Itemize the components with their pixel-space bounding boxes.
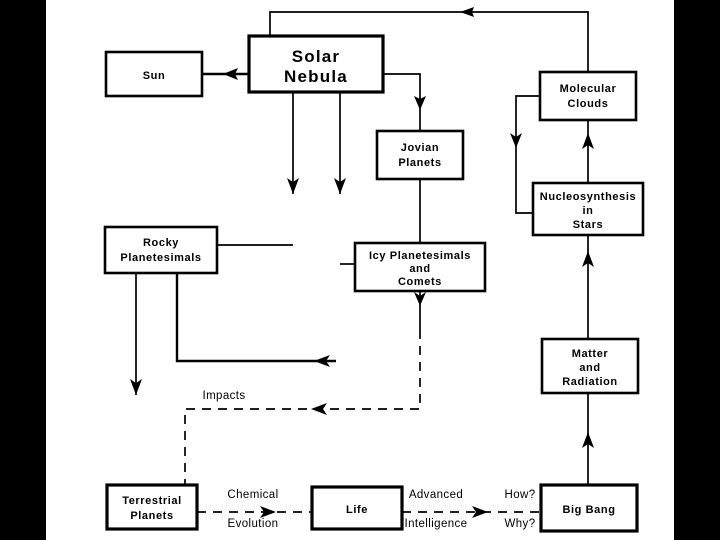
arrowhead-solar-nebula-to-sun [223,68,238,80]
edge-label-why: Why? [505,518,536,530]
node-rocky-label-2: Planetesimals [120,252,201,264]
node-rocky-planetesimals[interactable]: Rocky Planetesimals [103,225,219,275]
node-icy-planetesimals-comets[interactable]: Icy Planetesimals and Comets [353,241,487,293]
node-terrestrial-planets[interactable]: Terrestrial Planets [105,483,199,531]
node-matter-label-2: and [579,362,600,374]
node-molecular-clouds[interactable]: Molecular Clouds [538,70,638,122]
node-nucleosynth-label-2: in [583,205,594,217]
edges-layer [130,7,594,518]
arrowhead-impacts [311,403,327,415]
node-jovian-label-1: Jovian [401,142,439,154]
node-nucleosynth-label-3: Stars [573,219,604,231]
node-life-label-1: Life [346,504,368,516]
arrowhead-molecular-loop [510,133,522,148]
node-rocky-label-1: Rocky [143,237,179,249]
edge-solar-nebula-to-jovian [383,73,421,131]
node-solar-nebula-label-1: Solar [292,47,341,66]
nodes-layer: Sun Solar Nebula Jovian Planets Rocky Pl… [103,34,645,533]
arrowhead-bigbang-to-matter [582,432,594,448]
arrowhead-matter-to-nucleosynthesis [582,251,594,267]
node-matter-label-3: Radiation [562,376,618,388]
edge-label-intelligence: Intelligence [405,518,468,530]
edge-label-how: How? [504,489,535,501]
node-nucleosynth-label-1: Nucleosynthesis [540,191,636,203]
edge-label-impacts: Impacts [202,390,245,402]
node-molecular-label-1: Molecular [560,83,617,95]
node-matter-and-radiation[interactable]: Matter and Radiation [540,337,640,395]
node-terrestrial-label-2: Planets [130,510,173,522]
node-jovian-label-2: Planets [398,157,441,169]
arrowhead-solar-nebula-down-right [334,178,346,194]
flowchart-svg: Sun Solar Nebula Jovian Planets Rocky Pl… [103,7,645,533]
edge-impacts-dashed [184,330,421,485]
edge-molecular-to-solar-nebula [269,11,589,72]
diagram-canvas: Sun Solar Nebula Jovian Planets Rocky Pl… [46,0,674,540]
node-icy-label-3: Comets [398,276,442,288]
arrowhead-nucleosynthesis-to-molecular [582,133,594,149]
arrowhead-terrestrial-to-life [260,506,276,518]
arrowhead-icy-down-stub [414,292,426,306]
node-life[interactable]: Life [310,485,404,531]
edge-label-chemical: Chemical [227,489,278,501]
node-icy-label-2: and [409,263,430,275]
arrowhead-molecular-to-solar-nebula [460,7,474,17]
edge-label-advanced: Advanced [409,489,463,501]
node-nucleosynthesis-in-stars[interactable]: Nucleosynthesis in Stars [531,181,645,237]
arrowhead-solar-nebula-down-left [287,178,299,194]
node-icy-label-1: Icy Planetesimals [369,250,471,262]
arrowhead-solar-nebula-to-jovian [414,96,426,110]
node-molecular-label-2: Clouds [568,98,609,110]
node-matter-label-1: Matter [572,348,609,360]
node-solar-nebula[interactable]: Solar Nebula [247,34,385,94]
arrowhead-life-to-bigbang [472,506,488,518]
node-bigbang-label-1: Big Bang [562,504,615,516]
node-big-bang[interactable]: Big Bang [539,483,639,533]
node-jovian-planets[interactable]: Jovian Planets [375,129,465,181]
edge-label-evolution: Evolution [228,518,279,530]
arrowhead-rocky-branch-right [314,355,330,367]
node-sun[interactable]: Sun [104,50,204,98]
edge-rocky-branch-right [175,273,336,363]
arrowhead-rocky-to-terrestrial [130,379,142,395]
node-terrestrial-label-1: Terrestrial [122,495,182,507]
edge-labels-layer: Impacts Chemical Evolution Advanced Inte… [202,390,535,530]
node-solar-nebula-label-2: Nebula [284,67,348,86]
edge-molecular-to-nucleosynthesis-loop [515,95,540,214]
node-sun-label-1: Sun [143,70,166,82]
